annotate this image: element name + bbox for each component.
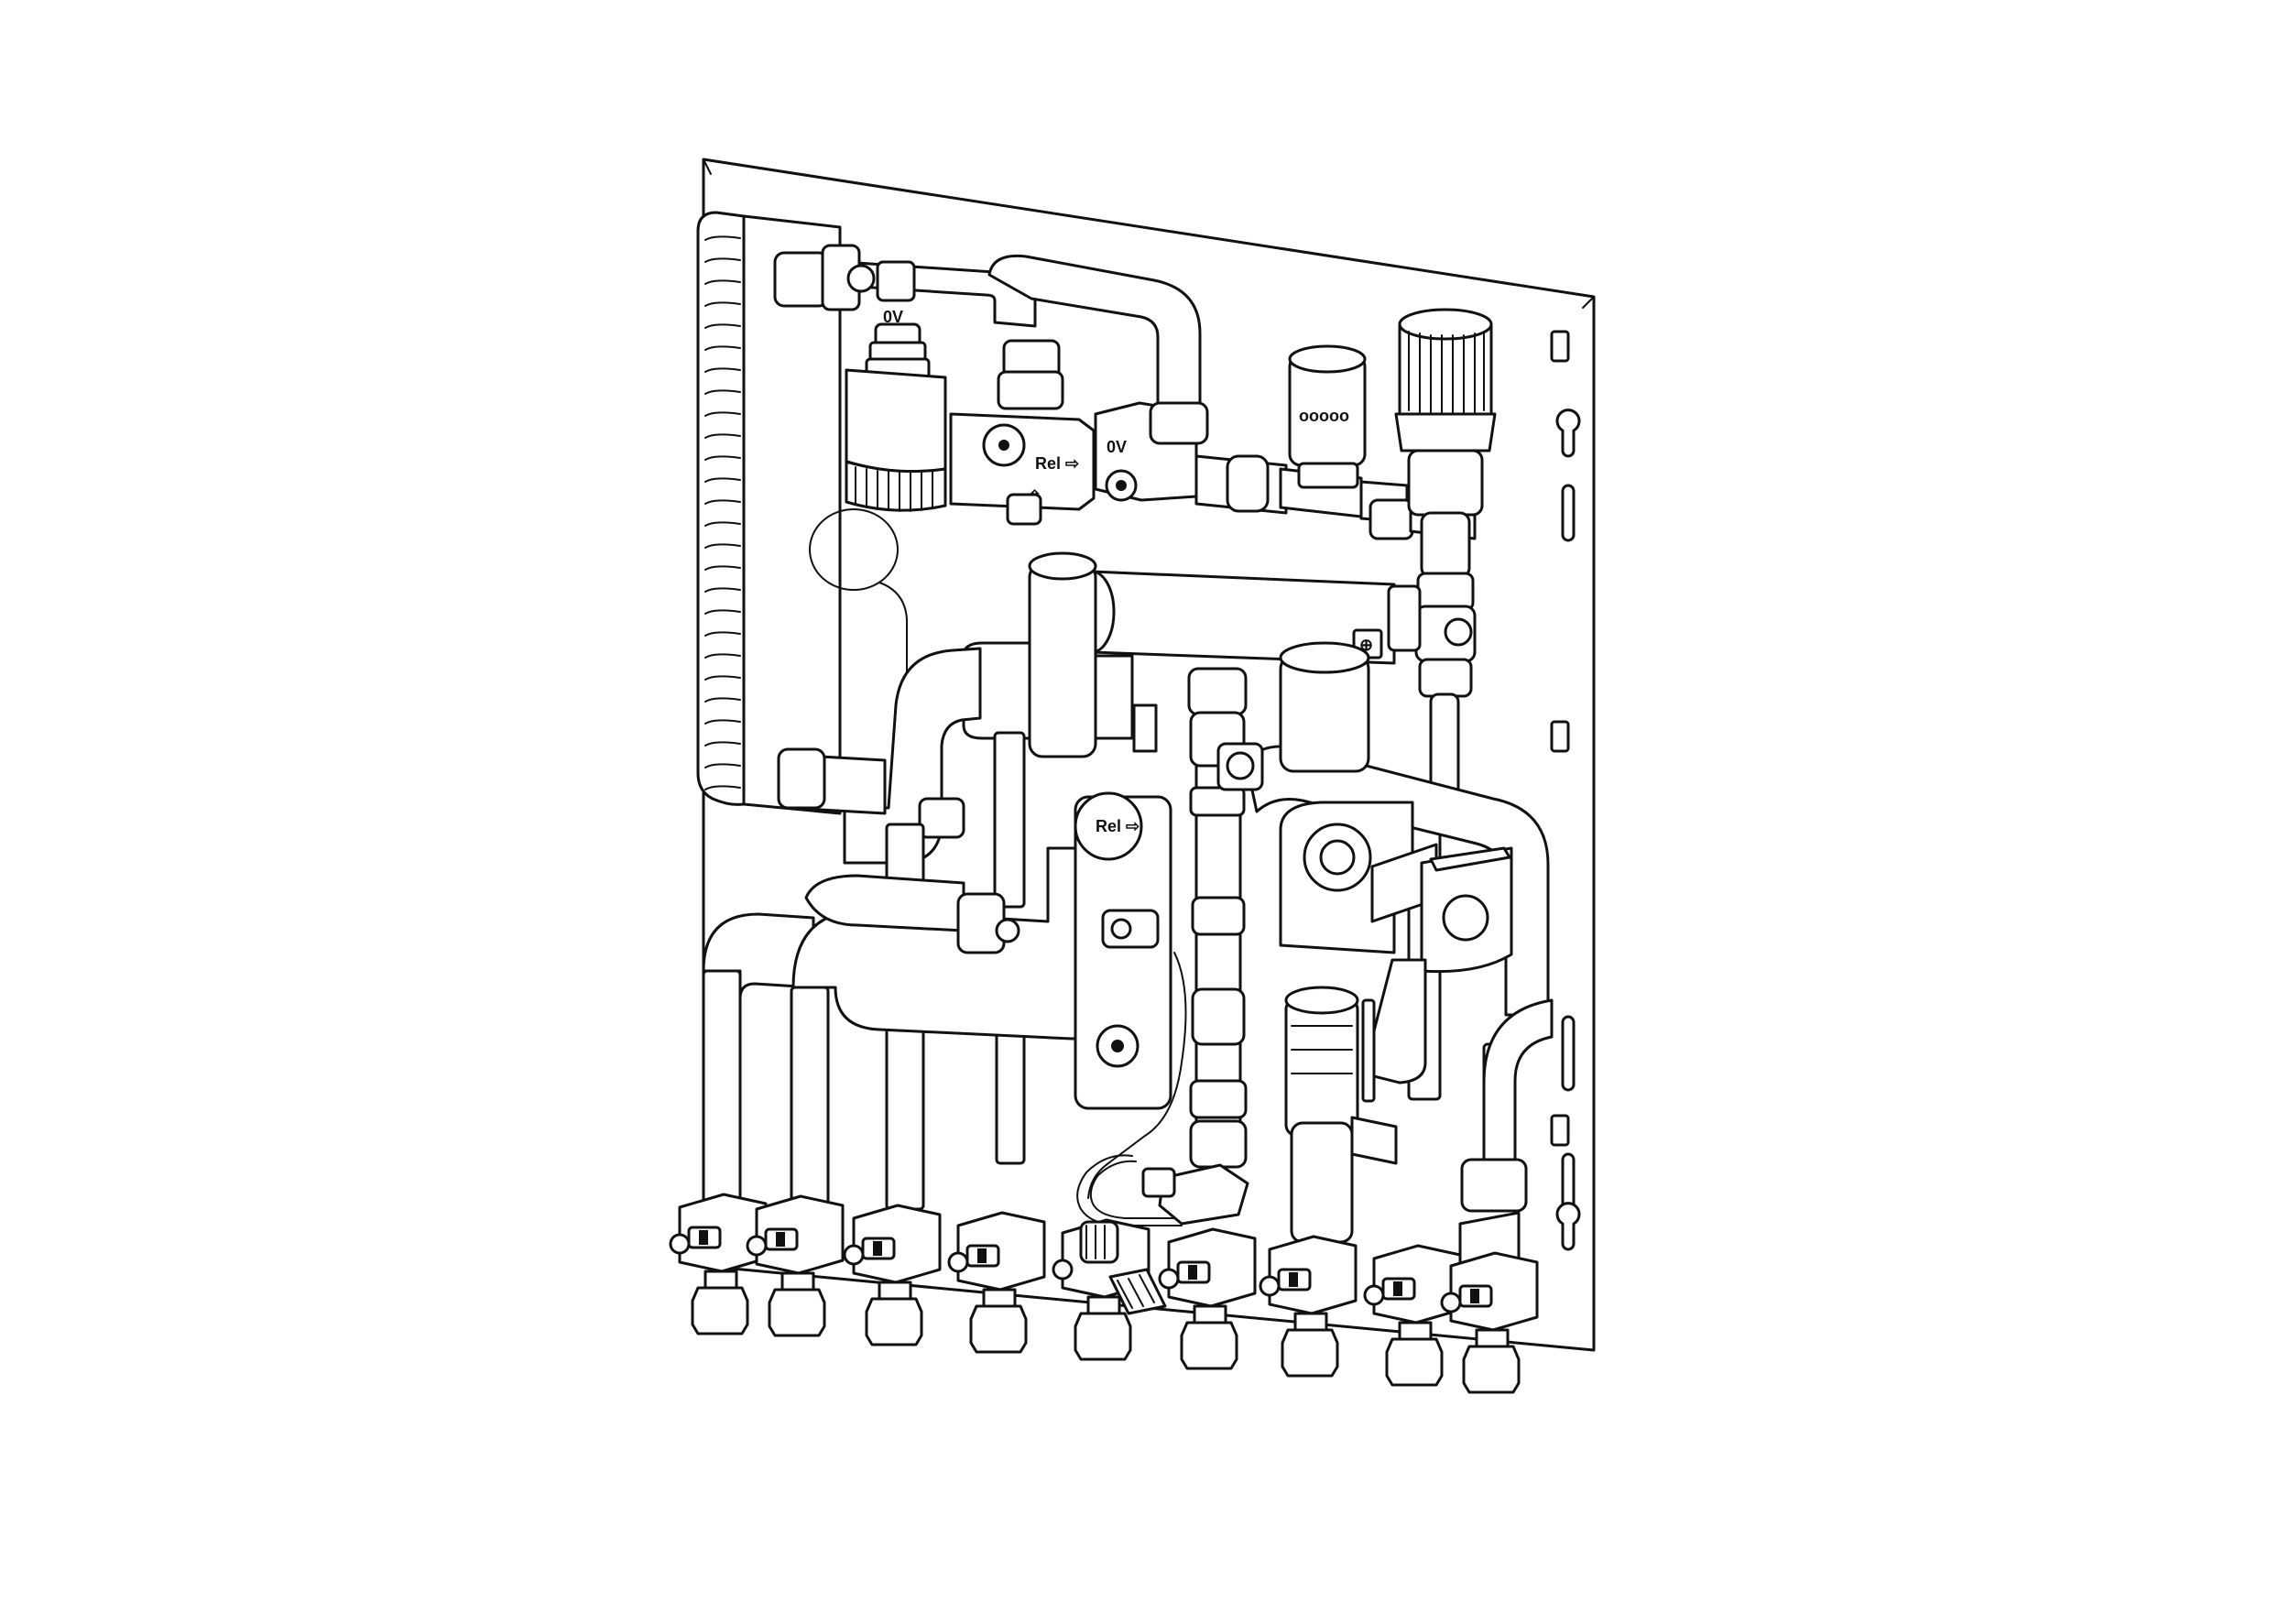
divert-valve-label: Rel ⇨	[1096, 817, 1140, 835]
flex-hose	[1076, 1154, 1249, 1226]
circulation-pump	[1279, 641, 1513, 1084]
bottom-connection-1	[669, 1193, 768, 1335]
sensor-cable-loop	[809, 508, 899, 591]
mounting-slots	[1550, 330, 1581, 1251]
plate-heat-exchanger	[696, 211, 842, 815]
thermostat-head: ooooo	[1288, 344, 1367, 489]
bottom-connection-5	[1052, 1218, 1167, 1361]
bottom-connection-8	[1363, 1244, 1462, 1387]
valve-label-upper-left: 0V	[883, 308, 903, 326]
bottom-connection-7	[1259, 1235, 1358, 1378]
bottom-connection-2	[746, 1194, 845, 1337]
safety-valve-cap	[1394, 308, 1497, 517]
bottom-connection-9	[1440, 1251, 1539, 1394]
lower-center-vessel: Rel ⇨	[1074, 791, 1187, 1199]
ribbed-cap-left	[845, 368, 947, 512]
mixing-valve-label: Rel ⇨	[1035, 454, 1079, 473]
motor-valve-tag: 0V	[1107, 438, 1127, 456]
middle-header: ⊕	[1068, 570, 1422, 665]
bottom-connection-6	[1158, 1227, 1257, 1370]
bottom-connection-3	[843, 1204, 942, 1346]
bottom-connection-4	[947, 1211, 1046, 1354]
lower-left-return-pipes	[702, 846, 1107, 1041]
left-bent-pipes	[777, 647, 982, 865]
mixing-valve-body: Rel ⇨ ⇧	[949, 339, 1096, 526]
right-riser	[1414, 511, 1477, 802]
top-left-valve: 0V	[773, 244, 931, 381]
motor-valve: 0V	[1094, 401, 1209, 502]
thermostat-label: ooooo	[1299, 407, 1349, 425]
pump-motor-housing	[1284, 986, 1398, 1244]
